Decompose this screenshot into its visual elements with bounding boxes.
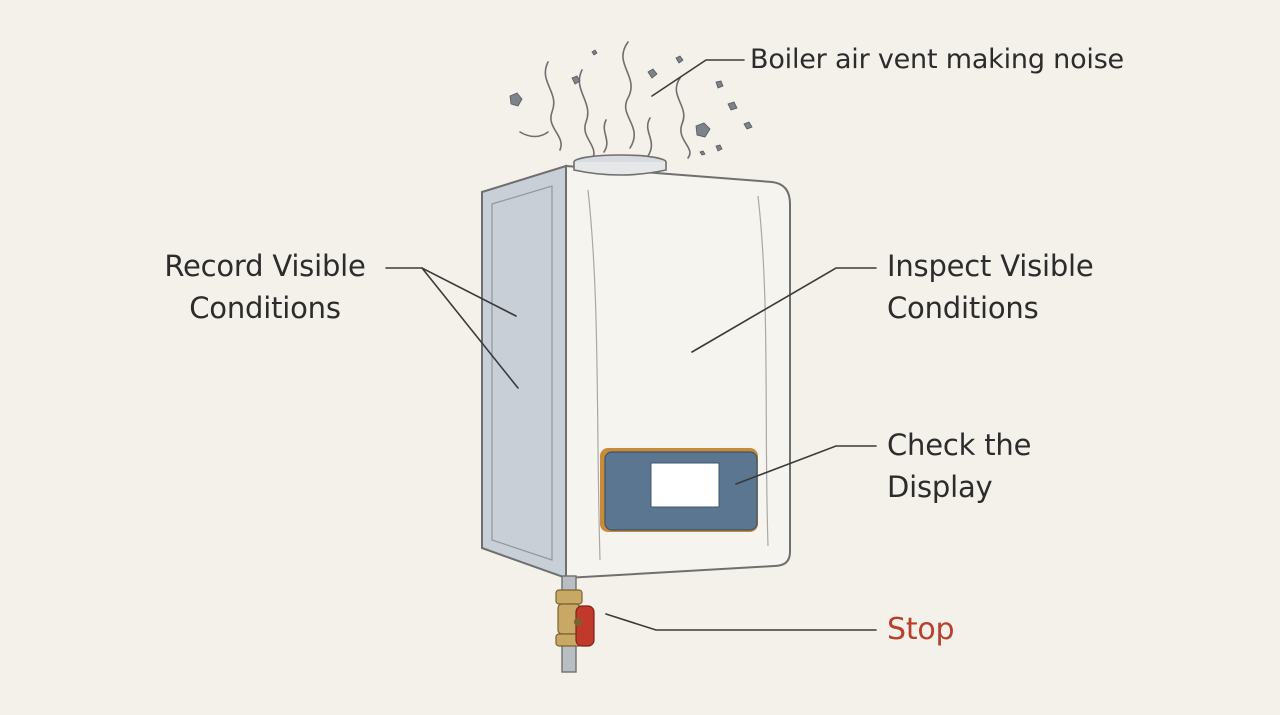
leader-lines: [385, 59, 877, 631]
display-panel: [600, 448, 758, 532]
leader-stop: [605, 613, 877, 631]
label-inspect-line-2: Conditions: [887, 291, 1039, 325]
air-vent-icon: [573, 154, 667, 176]
label-record-visible-conditions: Record Visible Conditions: [130, 245, 400, 329]
label-inspect-visible-conditions: Inspect Visible Conditions: [887, 245, 1094, 329]
display-screen: [650, 462, 720, 508]
leader-display: [735, 445, 877, 485]
boiler-side-panel: [481, 164, 567, 580]
leader-vent: [651, 59, 745, 97]
label-display-line-2: Display: [887, 470, 993, 504]
shutoff-valve-icon: [555, 575, 595, 673]
label-display-line-1: Check the: [887, 428, 1032, 462]
debris-particles: [509, 49, 753, 156]
label-record-line-2: Conditions: [189, 291, 341, 325]
label-stop-text: Stop: [887, 612, 955, 647]
label-stop: Stop: [887, 609, 955, 651]
leader-record-2: [421, 267, 519, 389]
leader-inspect: [691, 267, 877, 353]
label-boiler-air-vent: Boiler air vent making noise: [750, 40, 1124, 80]
label-check-the-display: Check the Display: [887, 424, 1031, 508]
label-record-line-1: Record Visible: [164, 249, 366, 283]
label-inspect-line-1: Inspect Visible: [887, 249, 1094, 283]
steam-wisps-icon: [519, 41, 691, 161]
label-vent-text: Boiler air vent making noise: [750, 44, 1124, 75]
